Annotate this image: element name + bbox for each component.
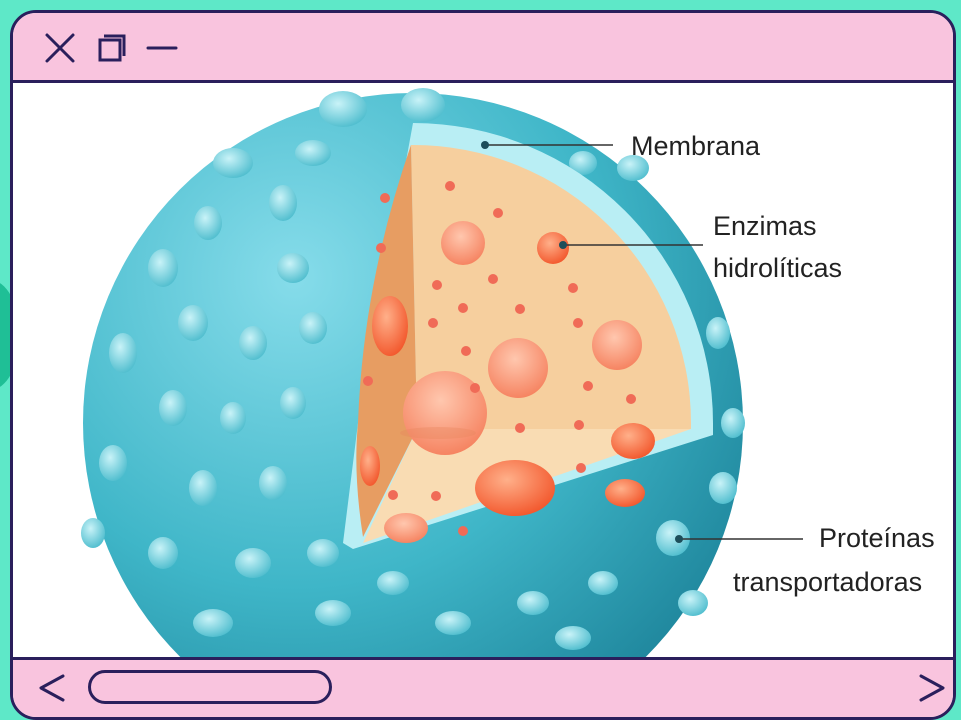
next-button[interactable]: [911, 668, 951, 708]
chevron-right-icon: [911, 668, 951, 708]
diagram-area: Membrana Enzimas hidrolíticas Proteínas …: [13, 83, 953, 661]
label-membrana: Membrana: [631, 127, 760, 165]
maximize-icon: [95, 31, 129, 65]
label-proteinas-line1: Proteínas: [819, 519, 935, 557]
close-icon: [43, 31, 77, 65]
scrollbar-thumb[interactable]: [88, 670, 332, 704]
label-enzimas-line1: Enzimas: [713, 207, 817, 245]
minimize-icon: [145, 31, 179, 65]
chevron-left-icon: [33, 668, 73, 708]
label-proteinas-line2: transportadoras: [733, 563, 922, 601]
label-enzimas-line2: hidrolíticas: [713, 249, 842, 287]
close-button[interactable]: [43, 31, 77, 65]
previous-button[interactable]: [33, 668, 73, 708]
app-window: Membrana Enzimas hidrolíticas Proteínas …: [10, 10, 956, 720]
bottom-bar: [13, 657, 953, 717]
minimize-button[interactable]: [145, 31, 179, 65]
title-bar: [13, 13, 953, 83]
maximize-button[interactable]: [95, 31, 129, 65]
